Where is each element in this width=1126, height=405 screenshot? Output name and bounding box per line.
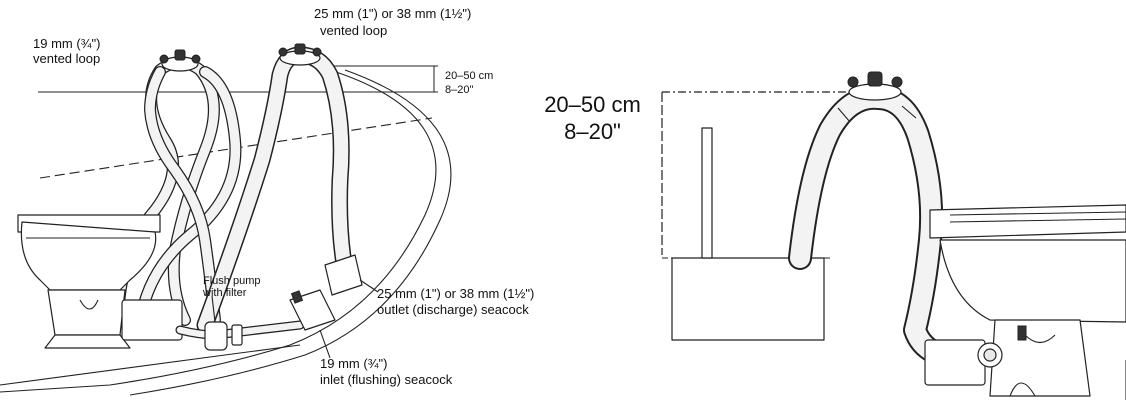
large-loop-label-line1: 25 mm (1") or 38 mm (1½") [314, 6, 472, 21]
outlet-label-line2: outlet (discharge) seacock [377, 302, 529, 317]
small-loop-label-line1: 19 mm (¾") [33, 36, 101, 51]
right-height-frame [661, 91, 878, 255]
large-loop-label-line2: vented loop [320, 23, 388, 38]
right-height-in-label: 8–20" [564, 119, 621, 144]
right-height-cm-label: 20–50 cm [544, 92, 641, 117]
inlet-label-line1: 19 mm (¾") [320, 356, 388, 371]
left-height-cm-label: 20–50 cm [445, 70, 494, 82]
outlet-seacock [324, 254, 379, 296]
right-toilet [924, 204, 1126, 397]
pump-label-line1: Flush pump [203, 275, 261, 287]
outlet-label-line1: 25 mm (1") or 38 mm (1½") [377, 286, 535, 301]
small-loop-label-line2: vented loop [33, 51, 101, 66]
left-height-in-label: 8–20" [445, 84, 474, 96]
inlet-label-line2: inlet (flushing) seacock [320, 372, 453, 387]
right-loop-valve [847, 71, 903, 101]
right-vented-loop [788, 85, 982, 371]
holding-tank [662, 127, 830, 341]
inlet-seacock [289, 289, 336, 359]
flush-pump [175, 295, 305, 351]
pump-label-line2: with filter [203, 287, 247, 299]
left-toilet [17, 214, 183, 349]
small-loop-valve [159, 49, 201, 72]
hull [0, 69, 452, 396]
large-loop-valve [278, 43, 322, 66]
